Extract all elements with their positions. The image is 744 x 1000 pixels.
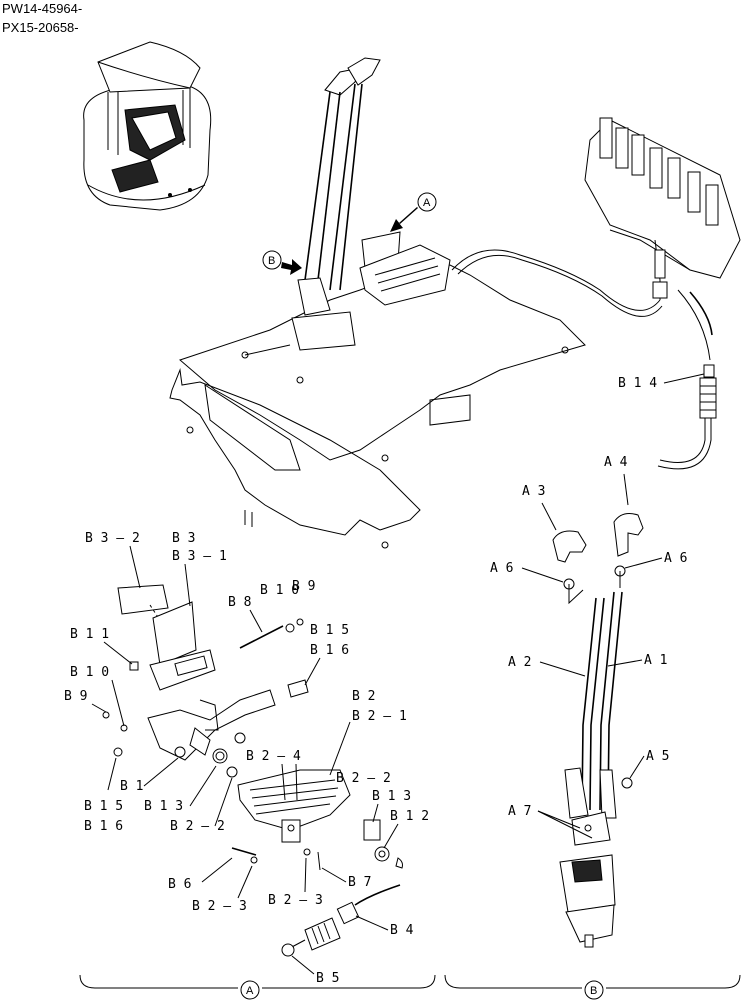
label-b16-top: B 1 6: [310, 643, 349, 658]
label-b11: B 1 1: [70, 627, 109, 642]
label-b13-right: B 1 3: [372, 789, 411, 804]
label-b9-left: B 9: [64, 689, 87, 704]
label-b3: B 3: [172, 531, 195, 546]
header-serial-2: PX15-20658-: [2, 20, 79, 35]
label-a6-right: A 6: [664, 551, 687, 566]
label-a2: A 2: [508, 655, 531, 670]
label-b1: B 1: [120, 779, 143, 794]
label-b6: B 6: [168, 877, 191, 892]
label-b14: B 1 4: [618, 376, 657, 391]
label-b2: B 2: [352, 689, 375, 704]
callout-b-top: B: [262, 250, 302, 275]
floor-plate: [169, 264, 586, 549]
b4-cable-end: [281, 884, 401, 957]
b2-lever-base: [231, 769, 403, 871]
label-b2-1: B 2 – 1: [352, 709, 407, 724]
callout-b-letter: B: [268, 255, 275, 267]
label-b8: B 8: [228, 595, 251, 610]
footer-section-a: A: [246, 985, 254, 997]
label-b3-1: B 3 – 1: [172, 549, 227, 564]
label-b10-left: B 1 0: [70, 665, 109, 680]
label-b13-bottom: B 1 3: [144, 799, 183, 814]
label-a1: A 1: [644, 653, 667, 668]
callout-a-top: A: [390, 192, 437, 232]
label-a3: A 3: [522, 484, 545, 499]
header-serial-1: PW14-45964-: [2, 1, 82, 16]
left-exploded-assembly: [102, 584, 309, 778]
callout-a-letter: A: [423, 197, 431, 209]
label-b5: B 5: [316, 971, 339, 986]
label-b12: B 1 2: [390, 809, 429, 824]
right-lever-assembly: [552, 513, 644, 948]
label-b15-bottom: B 1 5: [84, 799, 123, 814]
label-b2-3-left: B 2 – 3: [192, 899, 247, 914]
label-b10-top: B 1 0: [260, 583, 299, 598]
label-a6-left: A 6: [490, 561, 513, 576]
machine-thumbnail: [83, 41, 212, 211]
label-b16-bottom: B 1 6: [84, 819, 123, 834]
label-b4: B 4: [390, 923, 414, 938]
section-a-bracket: A: [79, 974, 436, 1000]
label-b3-2: B 3 – 2: [85, 531, 140, 546]
label-b2-3-mid: B 2 – 3: [268, 893, 323, 908]
control-cable: [451, 249, 661, 311]
control-valve: [584, 117, 741, 300]
label-b2-2-right: B 2 – 2: [336, 771, 391, 786]
label-b7: B 7: [348, 875, 371, 890]
label-a5: A 5: [646, 749, 669, 764]
upper-lever-assembly: [291, 57, 451, 351]
label-b15-top: B 1 5: [310, 623, 349, 638]
label-b2-4: B 2 – 4: [246, 749, 301, 764]
label-b2-2-left: B 2 – 2: [170, 819, 225, 834]
section-b-bracket: B: [444, 974, 741, 1000]
label-a7: A 7: [508, 804, 531, 819]
label-a4: A 4: [604, 455, 628, 470]
footer-section-b: B: [590, 985, 597, 997]
b14-fitting: [657, 364, 717, 470]
label-b9-top: B 9: [292, 579, 315, 594]
